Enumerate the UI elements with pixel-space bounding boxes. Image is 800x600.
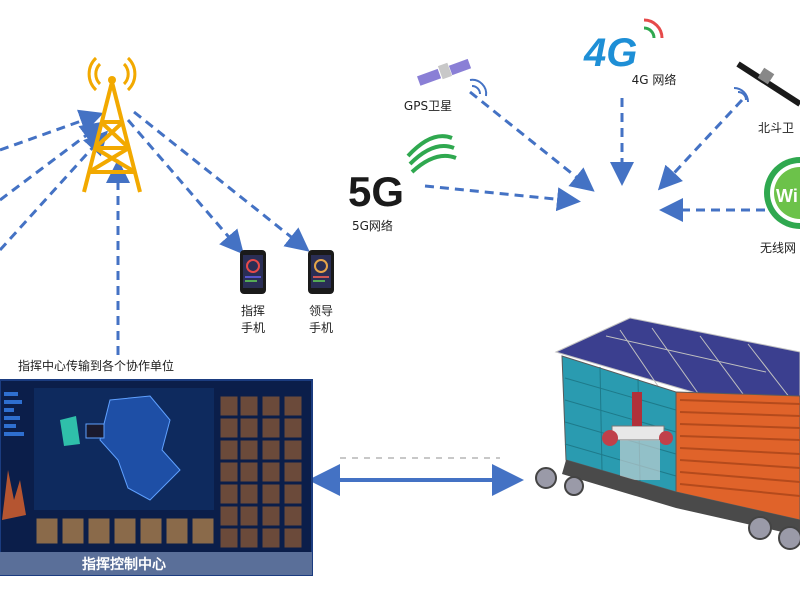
network-arrows [424, 90, 765, 222]
arrow-to-phone2 [133, 110, 310, 252]
logo-4g: 4G [583, 31, 637, 75]
phone2-label-line1: 领导 [309, 304, 333, 318]
robot-arm [602, 392, 673, 480]
arrow-beidou-to-hub [657, 98, 744, 191]
beidou-label: 北斗卫 [758, 121, 794, 135]
gps-label: GPS卫星 [404, 99, 452, 113]
smartphone-icon [240, 250, 266, 294]
tower-arrows [0, 109, 310, 355]
satellite-icon [417, 58, 488, 97]
arrow-to-phone1 [126, 119, 244, 255]
mobile-command-container-icon [535, 317, 800, 550]
arrow-left-mid [0, 121, 105, 202]
arrow-gps-to-hub [469, 90, 595, 192]
phone1-label-line1: 指挥 [241, 303, 265, 318]
network-5g-icon: 5G [348, 134, 457, 215]
net4g-label: 4G 网络 [632, 72, 677, 87]
transmit-caption: 指挥中心传输到各个协作单位 [18, 358, 174, 373]
wifi-icon: Wi [764, 157, 800, 229]
logo-5g: 5G [348, 168, 404, 215]
arrow-left-lower [0, 130, 109, 252]
wifi-logo: Wi [776, 186, 798, 206]
arrow-left-upper [0, 109, 104, 152]
phone2-label-line2: 手机 [309, 321, 333, 335]
satellite-icon [733, 61, 800, 107]
radio-tower-icon [82, 56, 142, 193]
arrow-5g-to-hub [424, 184, 581, 212]
phone1-label-line2: 手机 [241, 321, 265, 335]
command-dashboard-screen-icon: 指挥控制中心 [0, 379, 313, 576]
wireless-label: 无线网 [760, 241, 796, 255]
screen-title: 指挥控制中心 [82, 556, 166, 573]
network-4g-icon: 4G [583, 18, 664, 75]
net5g-label: 5G网络 [352, 218, 393, 233]
smartphone-icon [308, 250, 334, 294]
